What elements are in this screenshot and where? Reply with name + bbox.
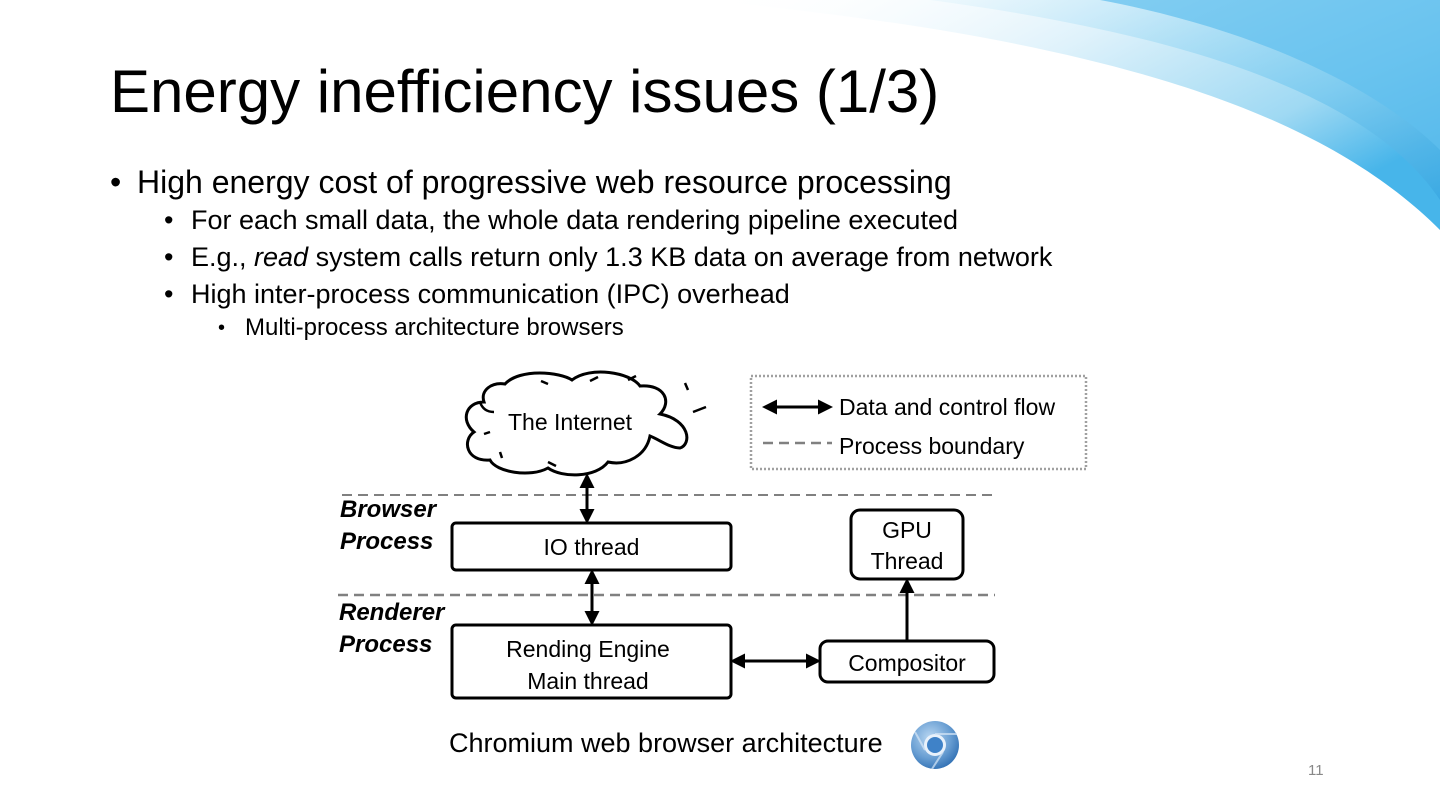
rendering-engine-line1: Rending Engine — [506, 636, 670, 662]
bullet-dot-icon: • — [164, 279, 174, 309]
bullet-suffix: system calls return only 1.3 KB data on … — [308, 242, 1053, 272]
bullet-item: • For each small data, the whole data re… — [164, 203, 958, 237]
gpu-thread-line1: GPU — [882, 517, 932, 543]
internet-label: The Internet — [508, 409, 633, 435]
bullet-item: • E.g., read system calls return only 1.… — [164, 240, 1052, 274]
bullet-emphasis: read — [254, 242, 309, 272]
bullet-text: High inter-process communication (IPC) o… — [191, 279, 790, 309]
bullet-dot-icon: • — [110, 164, 122, 200]
gpu-thread-label: GPU Thread — [851, 515, 963, 577]
rendering-engine-label: Rending Engine Main thread — [452, 633, 724, 697]
legend-boundary-label: Process boundary — [839, 433, 1025, 459]
bullet-item: • High energy cost of progressive web re… — [110, 162, 952, 202]
bullet-dot-icon: • — [164, 205, 174, 235]
bullet-item: • High inter-process communication (IPC)… — [164, 277, 790, 311]
diagram-caption: Chromium web browser architecture — [449, 728, 883, 758]
page-number: 11 — [1308, 762, 1324, 779]
internet-cloud-icon — [464, 370, 707, 477]
bullet-dot-icon: • — [218, 317, 226, 339]
bullet-text: Multi-process architecture browsers — [245, 314, 624, 341]
browser-process-label: Browser Process — [340, 494, 436, 558]
legend-box — [749, 374, 1088, 471]
browser-process-line1: Browser — [340, 496, 437, 523]
chrome-logo-icon — [911, 721, 959, 770]
rendering-engine-line2: Main thread — [527, 668, 649, 694]
slide-title: Energy inefficiency issues (1/3) — [110, 58, 940, 125]
bullet-text: For each small data, the whole data rend… — [191, 205, 958, 235]
gpu-thread-line2: Thread — [870, 548, 944, 574]
bullet-item: • Multi-process architecture browsers — [218, 313, 624, 343]
bullet-dot-icon: • — [164, 242, 174, 272]
browser-process-line2: Process — [340, 528, 434, 555]
renderer-process-line2: Process — [339, 631, 433, 658]
legend-flow-label: Data and control flow — [839, 394, 1056, 420]
bullet-text: High energy cost of progressive web reso… — [137, 164, 952, 200]
io-thread-label: IO thread — [543, 534, 640, 560]
renderer-process-label: Renderer Process — [339, 597, 444, 661]
renderer-process-line1: Renderer — [339, 599, 445, 626]
compositor-label: Compositor — [848, 650, 966, 676]
bullet-prefix: E.g., — [191, 242, 255, 272]
bullet-text: E.g., read system calls return only 1.3 … — [191, 242, 1052, 272]
